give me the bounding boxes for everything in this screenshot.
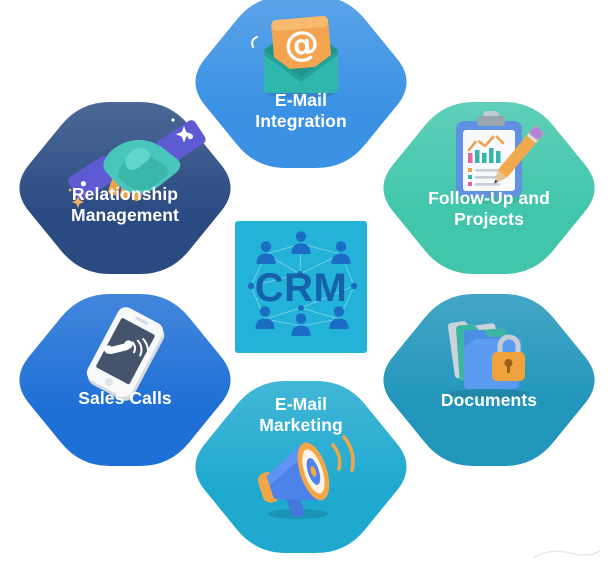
label-line: Management [71,205,179,226]
label-line: Relationship [71,184,179,204]
megaphone-icon [257,435,355,519]
crm-title: CRM [254,265,348,310]
folders-lock-icon [447,321,529,399]
label-line: E-Mail [274,90,328,110]
node-label-follow-up-and-projects: Follow-Up and Projects [374,188,604,231]
people-network-icon [255,231,351,336]
sparkle-icon [175,126,193,143]
label-line: Integration [255,111,347,132]
node-follow-up-and-projects: Follow-Up and Projects [374,102,604,274]
handshake-icon [68,118,206,208]
label-line: Follow-Up and [428,188,550,208]
sparkle-icon [72,196,84,208]
node-email-integration: @ E-Mail Integration [186,0,416,168]
watermark [533,550,601,558]
label-line: Sales Calls [78,388,172,408]
center-crm-panel: CRM [235,221,367,353]
node-label-relationship-management: Relationship Management [10,184,240,227]
label-line: Documents [440,390,538,410]
clipboard-chart-icon [456,111,544,204]
email-at-icon: @ [251,15,338,98]
label-line: E-Mail [274,394,328,414]
node-label-email-integration: E-Mail Integration [186,90,416,133]
node-sales-calls: Sales Calls [10,294,240,466]
node-label-sales-calls: Sales Calls [10,388,240,409]
phone-call-icon [86,307,165,401]
label-line: Projects [454,209,524,230]
node-documents: Documents [374,294,604,466]
node-label-email-marketing: E-Mail Marketing [186,394,416,437]
node-relationship-management: Relationship Management [10,102,240,274]
node-label-documents: Documents [374,390,604,411]
at-symbol: @ [282,24,320,67]
label-line: Marketing [259,415,343,436]
network-dots [247,271,358,311]
node-email-marketing: E-Mail Marketing [186,381,416,553]
